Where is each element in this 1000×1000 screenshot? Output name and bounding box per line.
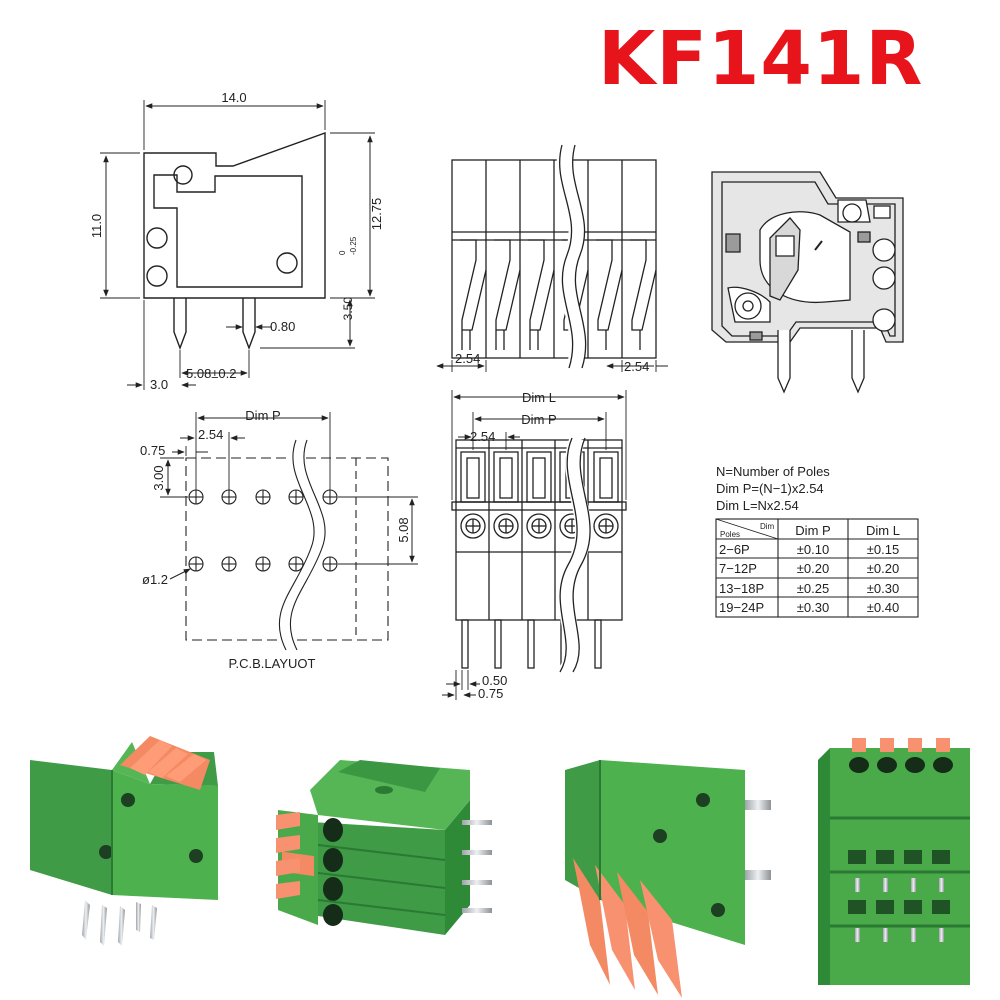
table-corner-dim: Dim xyxy=(760,522,775,531)
product-title: KF141R xyxy=(598,16,924,102)
pcb-layout-drawing xyxy=(160,412,418,654)
table-header-dim-p: Dim P xyxy=(795,523,830,538)
pcb-layout-caption: P.C.B.LAYUOT xyxy=(229,656,316,671)
height-dimension-label: 11.0 xyxy=(89,214,104,238)
table-row-dim-l: ±0.15 xyxy=(867,542,899,557)
table-row-dim-l: ±0.40 xyxy=(867,600,899,615)
front-left-pitch-label: 2.54 xyxy=(455,351,480,366)
top-view-pin-width-label: 0.50 xyxy=(482,673,507,688)
pin-pitch-dimension-label: 5.08±0.2 xyxy=(186,366,237,381)
pcb-pitch-label: 2.54 xyxy=(198,427,223,442)
product-photo-2 xyxy=(276,760,492,935)
tolerance-table xyxy=(715,518,919,618)
table-corner-poles: Poles xyxy=(720,530,740,539)
product-photo-4 xyxy=(818,738,970,985)
table-row-dim-p: ±0.10 xyxy=(797,542,829,557)
top-view-drawing xyxy=(442,390,627,700)
top-view-dim-p-label: Dim P xyxy=(521,412,556,427)
pin-length-upper-tolerance: 0 xyxy=(338,250,347,255)
width-dimension-label: 14.0 xyxy=(221,90,246,105)
section-view-drawing xyxy=(711,171,904,394)
table-row-dim-p: ±0.20 xyxy=(797,561,829,576)
table-row-poles: 7−12P xyxy=(719,561,757,576)
product-photo-3 xyxy=(565,760,771,998)
pcb-hole-diameter-label: ø1.2 xyxy=(142,572,168,587)
top-view-pin-offset-label: 0.75 xyxy=(478,686,503,701)
pcb-edge-offset-label: 0.75 xyxy=(140,443,165,458)
product-photo-1 xyxy=(30,736,218,946)
notes-line-2: Dim P=(N−1)x2.54 xyxy=(716,481,824,496)
pin-length-lower-tolerance: -0.25 xyxy=(349,236,358,255)
pin-length-dimension-label: 3.50 xyxy=(341,297,355,321)
top-view-dim-l-label: Dim L xyxy=(522,390,556,405)
table-row-poles: 19−24P xyxy=(719,600,764,615)
table-row-dim-p: ±0.30 xyxy=(797,600,829,615)
notes-line-1: N=Number of Poles xyxy=(716,464,830,479)
top-view-pitch-label: 2.54 xyxy=(470,429,495,444)
pcb-dim-p-label: Dim P xyxy=(245,408,280,423)
pin-offset-dimension-label: 3.0 xyxy=(150,377,168,392)
pcb-row-offset-label: 3.00 xyxy=(151,465,166,490)
table-header-dim-l: Dim L xyxy=(866,523,900,538)
table-row-dim-l: ±0.20 xyxy=(867,561,899,576)
pcb-row-pitch-label: 5.08 xyxy=(396,517,411,542)
side-view-drawing xyxy=(100,100,375,390)
pcb-hole-row-bottom xyxy=(188,556,338,572)
total-height-dimension-label: 12.75 xyxy=(369,198,384,231)
front-view-drawing xyxy=(436,142,668,372)
table-row-dim-l: ±0.30 xyxy=(867,581,899,596)
table-row-poles: 13−18P xyxy=(719,581,764,596)
table-row-poles: 2−6P xyxy=(719,542,750,557)
table-row-dim-p: ±0.25 xyxy=(797,581,829,596)
pin-width-dimension-label: 0.80 xyxy=(270,319,295,334)
front-right-pitch-label: 2.54 xyxy=(624,359,649,374)
notes-line-3: Dim L=Nx2.54 xyxy=(716,498,799,513)
